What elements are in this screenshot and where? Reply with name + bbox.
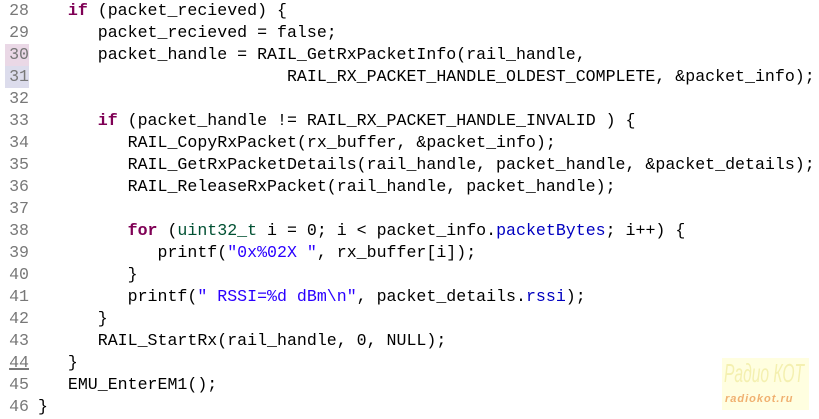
code-text: } xyxy=(38,396,48,418)
code-line[interactable]: 46} xyxy=(0,396,819,418)
code-line[interactable]: 33 if (packet_handle != RAIL_RX_PACKET_H… xyxy=(0,110,819,132)
watermark-title: Радио КОТ xyxy=(724,358,805,388)
code-line[interactable]: 32 xyxy=(0,88,819,110)
code-line[interactable]: 34 RAIL_CopyRxPacket(rx_buffer, &packet_… xyxy=(0,132,819,154)
code-token: printf( xyxy=(38,243,228,262)
code-line[interactable]: 37 xyxy=(0,198,819,220)
line-number[interactable]: 46 xyxy=(9,397,29,416)
code-token: EMU_EnterEM1(); xyxy=(38,375,218,394)
code-line[interactable]: 39 printf("0x%02X ", rx_buffer[i]); xyxy=(0,242,819,264)
code-token xyxy=(38,221,128,240)
code-token: packet_recieved = false; xyxy=(38,23,337,42)
line-number[interactable]: 28 xyxy=(9,1,29,20)
code-text: RAIL_CopyRxPacket(rx_buffer, &packet_inf… xyxy=(38,132,556,154)
field-token: packetBytes xyxy=(496,221,606,240)
code-text: packet_handle = RAIL_GetRxPacketInfo(rai… xyxy=(38,44,586,66)
code-line[interactable]: 31 RAIL_RX_PACKET_HANDLE_OLDEST_COMPLETE… xyxy=(0,66,819,88)
code-token: } xyxy=(38,353,78,372)
line-number[interactable]: 32 xyxy=(9,89,29,108)
code-token: RAIL_RX_PACKET_HANDLE_OLDEST_COMPLETE, &… xyxy=(38,67,815,86)
code-line[interactable]: 45 EMU_EnterEM1(); xyxy=(0,374,819,396)
keyword-token: for xyxy=(127,221,158,240)
code-token: , packet_details. xyxy=(356,287,526,306)
code-text: if (packet_handle != RAIL_RX_PACKET_HAND… xyxy=(38,110,636,132)
line-number[interactable]: 44 xyxy=(9,353,29,372)
code-line[interactable]: 41 printf(" RSSI=%d dBm\n", packet_detai… xyxy=(0,286,819,308)
keyword-token: if xyxy=(97,111,118,130)
code-token: ; i++) { xyxy=(605,221,686,240)
code-text: packet_recieved = false; xyxy=(38,22,337,44)
code-token: RAIL_ReleaseRxPacket(rail_handle, packet… xyxy=(38,177,616,196)
code-text: RAIL_ReleaseRxPacket(rail_handle, packet… xyxy=(38,176,616,198)
line-number[interactable]: 45 xyxy=(9,375,29,394)
code-text: RAIL_RX_PACKET_HANDLE_OLDEST_COMPLETE, &… xyxy=(38,66,815,88)
code-line[interactable]: 28 if (packet_recieved) { xyxy=(0,0,819,22)
line-number[interactable]: 35 xyxy=(9,155,29,174)
line-number[interactable]: 30 xyxy=(5,44,29,66)
code-token: } xyxy=(38,309,108,328)
line-number[interactable]: 43 xyxy=(9,331,29,350)
code-line[interactable]: 38 for (uint32_t i = 0; i < packet_info.… xyxy=(0,220,819,242)
code-line[interactable]: 40 } xyxy=(0,264,819,286)
code-token: } xyxy=(38,265,138,284)
code-token xyxy=(38,111,98,130)
line-number[interactable]: 31 xyxy=(5,66,29,88)
code-token: ); xyxy=(565,287,586,306)
code-text: } xyxy=(38,308,108,330)
code-text: RAIL_StartRx(rail_handle, 0, NULL); xyxy=(38,330,447,352)
code-line[interactable]: 42 } xyxy=(0,308,819,330)
line-number[interactable]: 38 xyxy=(9,221,29,240)
keyword-token: if xyxy=(67,1,88,20)
code-token: i = 0; i < packet_info. xyxy=(257,221,497,240)
code-line[interactable]: 44 } xyxy=(0,352,819,374)
line-number[interactable]: 41 xyxy=(9,287,29,306)
code-token: RAIL_GetRxPacketDetails(rail_handle, pac… xyxy=(38,155,815,174)
code-token: ( xyxy=(157,221,178,240)
string-token: " RSSI=%d dBm\n" xyxy=(197,287,357,306)
code-text: } xyxy=(38,352,78,374)
code-text: for (uint32_t i = 0; i < packet_info.pac… xyxy=(38,220,686,242)
string-token: "0x%02X " xyxy=(227,243,317,262)
code-line[interactable]: 30 packet_handle = RAIL_GetRxPacketInfo(… xyxy=(0,44,819,66)
code-token: (packet_recieved) { xyxy=(87,1,287,20)
line-number[interactable]: 34 xyxy=(9,133,29,152)
code-text: printf(" RSSI=%d dBm\n", packet_details.… xyxy=(38,286,586,308)
field-token: rssi xyxy=(525,287,566,306)
code-token: } xyxy=(38,397,48,416)
line-number[interactable]: 37 xyxy=(9,199,29,218)
line-number[interactable]: 36 xyxy=(9,177,29,196)
code-line[interactable]: 29 packet_recieved = false; xyxy=(0,22,819,44)
code-token: packet_handle = RAIL_GetRxPacketInfo(rai… xyxy=(38,45,586,64)
code-token: RAIL_StartRx(rail_handle, 0, NULL); xyxy=(38,331,447,350)
code-token: , rx_buffer[i]); xyxy=(316,243,477,262)
code-token xyxy=(38,1,68,20)
code-token: RAIL_CopyRxPacket(rx_buffer, &packet_inf… xyxy=(38,133,556,152)
line-number[interactable]: 40 xyxy=(9,265,29,284)
type-token: uint32_t xyxy=(177,221,258,240)
line-number[interactable]: 42 xyxy=(9,309,29,328)
line-number[interactable]: 33 xyxy=(9,111,29,130)
code-text: if (packet_recieved) { xyxy=(38,0,287,22)
code-line[interactable]: 35 RAIL_GetRxPacketDetails(rail_handle, … xyxy=(0,154,819,176)
code-line[interactable]: 43 RAIL_StartRx(rail_handle, 0, NULL); xyxy=(0,330,819,352)
code-text: EMU_EnterEM1(); xyxy=(38,374,217,396)
line-number[interactable]: 39 xyxy=(9,243,29,262)
watermark-logo: Радио КОТ radiokot.ru xyxy=(722,358,809,410)
code-text: printf("0x%02X ", rx_buffer[i]); xyxy=(38,242,476,264)
code-token: printf( xyxy=(38,287,198,306)
line-number[interactable]: 29 xyxy=(9,23,29,42)
code-token: (packet_handle != RAIL_RX_PACKET_HANDLE_… xyxy=(117,111,636,130)
code-text: } xyxy=(38,264,138,286)
code-text: RAIL_GetRxPacketDetails(rail_handle, pac… xyxy=(38,154,815,176)
code-line[interactable]: 36 RAIL_ReleaseRxPacket(rail_handle, pac… xyxy=(0,176,819,198)
watermark-site: radiokot.ru xyxy=(725,393,794,405)
